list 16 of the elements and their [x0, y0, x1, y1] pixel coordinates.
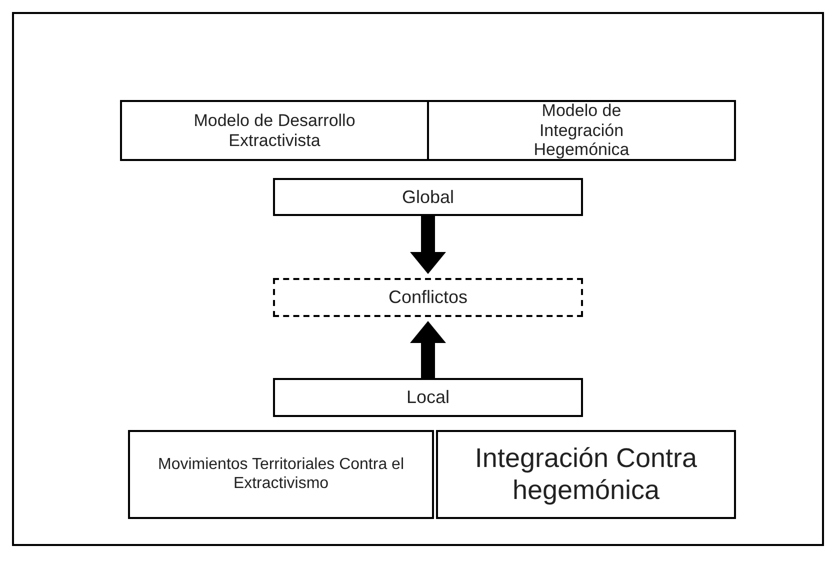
node-label: Integración Contra hegemónica [474, 443, 698, 506]
node-label: Modelo de Integración Hegemónica [532, 101, 630, 160]
model-box [120, 100, 429, 161]
model-box [427, 100, 736, 161]
block-arrow [410, 216, 446, 274]
conflict-box [273, 278, 583, 317]
node-label: Conflictos [388, 287, 468, 308]
integration-box [436, 430, 736, 519]
node-label: Modelo de Desarrollo Extractivista [192, 110, 356, 150]
scale-box [273, 178, 583, 216]
node-label: Movimientos Territoriales Contra el Extractivismo [156, 456, 405, 493]
block-arrow [410, 321, 446, 378]
movement-box [128, 430, 434, 519]
node-label: Global [402, 186, 454, 208]
node-label: Local [406, 387, 450, 408]
scale-box [273, 378, 583, 417]
